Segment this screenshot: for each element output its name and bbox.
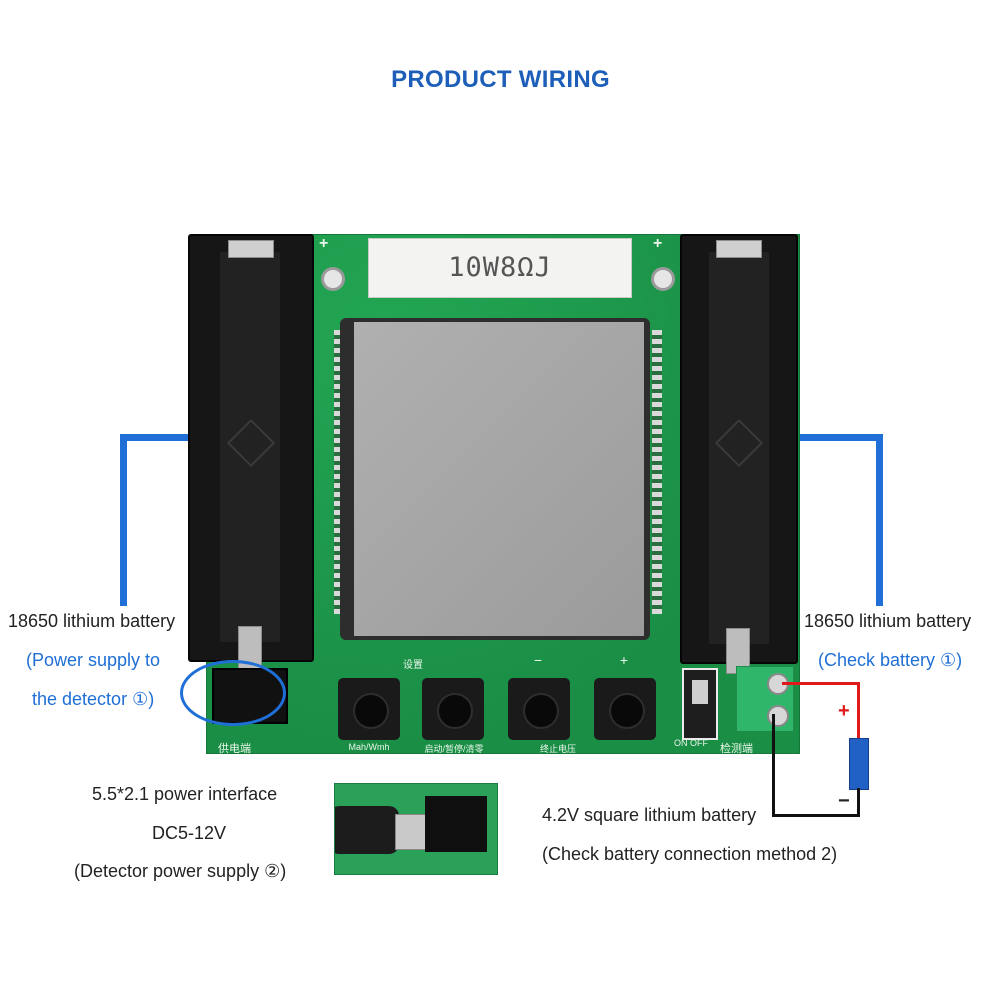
- button-caption-start: 启动/暂停/清零: [424, 744, 484, 754]
- negative-wire-horizontal: [772, 814, 860, 817]
- button-label-minus: −: [533, 652, 543, 668]
- power-interface-title: 5.5*2.1 power interface: [92, 784, 278, 804]
- switch-knob: [692, 680, 708, 704]
- battery-contact-top: [228, 240, 274, 258]
- right-battery-title: 18650 lithium battery: [804, 611, 972, 631]
- holder-channel: [220, 252, 280, 642]
- negative-wire-rise: [772, 714, 775, 817]
- button-caption-cutoff: 终止电压: [539, 744, 576, 754]
- square-battery-note: (Check battery connection method 2): [542, 844, 838, 864]
- mount-hole: [321, 267, 345, 291]
- mount-hole: [651, 267, 675, 291]
- lcd-screen: [354, 322, 644, 636]
- positive-wire: [782, 682, 860, 685]
- battery-plus-sign: +: [838, 700, 850, 722]
- power-jack-closeup: [334, 783, 498, 875]
- plus-mark-left: +: [319, 235, 329, 252]
- left-battery-desc-2: the detector ①): [32, 689, 155, 709]
- button-caption-mode: Mah/Wmh: [348, 742, 390, 752]
- left-wire-horizontal: [120, 434, 200, 441]
- mode-button[interactable]: [338, 678, 400, 740]
- lcd-pins-right: [652, 330, 662, 614]
- left-battery-desc-1: (Power supply to: [26, 650, 161, 670]
- negative-wire-drop: [857, 788, 860, 816]
- battery-minus-sign: −: [838, 790, 850, 812]
- barrel-plug: [335, 806, 399, 854]
- button-cap: [437, 693, 473, 729]
- power-interface-note: (Detector power supply ②): [74, 861, 287, 881]
- left-battery-title: 18650 lithium battery: [8, 611, 176, 631]
- jack-body: [425, 796, 487, 852]
- settings-button[interactable]: [422, 678, 484, 740]
- positive-wire-drop: [857, 682, 860, 740]
- battery-holder-left: [188, 234, 314, 672]
- button-label-plus: +: [619, 652, 629, 668]
- button-cap: [523, 693, 559, 729]
- terminal-screw-negative[interactable]: [767, 705, 789, 727]
- battery-terminal-block: [736, 666, 794, 732]
- right-battery-desc: (Check battery ①): [818, 650, 963, 670]
- plus-mark-right: +: [653, 235, 663, 252]
- left-wire-vertical: [120, 434, 127, 606]
- load-resistor: 10W8ΩJ: [368, 238, 632, 298]
- jack-highlight-circle: [180, 660, 286, 726]
- button-cap: [609, 693, 645, 729]
- button-cap: [353, 693, 389, 729]
- switch-label: ON OFF: [674, 738, 708, 748]
- square-battery-title: 4.2V square lithium battery: [542, 805, 757, 825]
- detect-port-label: 检测端: [720, 743, 753, 755]
- power-input-label: 供电端: [218, 743, 251, 755]
- battery-holder-right: [680, 234, 798, 674]
- power-interface-voltage: DC5-12V: [152, 823, 227, 843]
- minus-button[interactable]: [508, 678, 570, 740]
- square-battery-icon: [849, 738, 869, 790]
- lcd-pins-left: [334, 330, 344, 614]
- button-label-settings: 设置: [403, 660, 423, 671]
- plus-button[interactable]: [594, 678, 656, 740]
- right-wire-vertical: [876, 434, 883, 606]
- holder-channel: [709, 252, 769, 644]
- battery-contact-top: [716, 240, 762, 258]
- power-switch[interactable]: [682, 668, 718, 740]
- right-wire-horizontal: [796, 434, 882, 441]
- page-title: PRODUCT WIRING: [391, 66, 610, 93]
